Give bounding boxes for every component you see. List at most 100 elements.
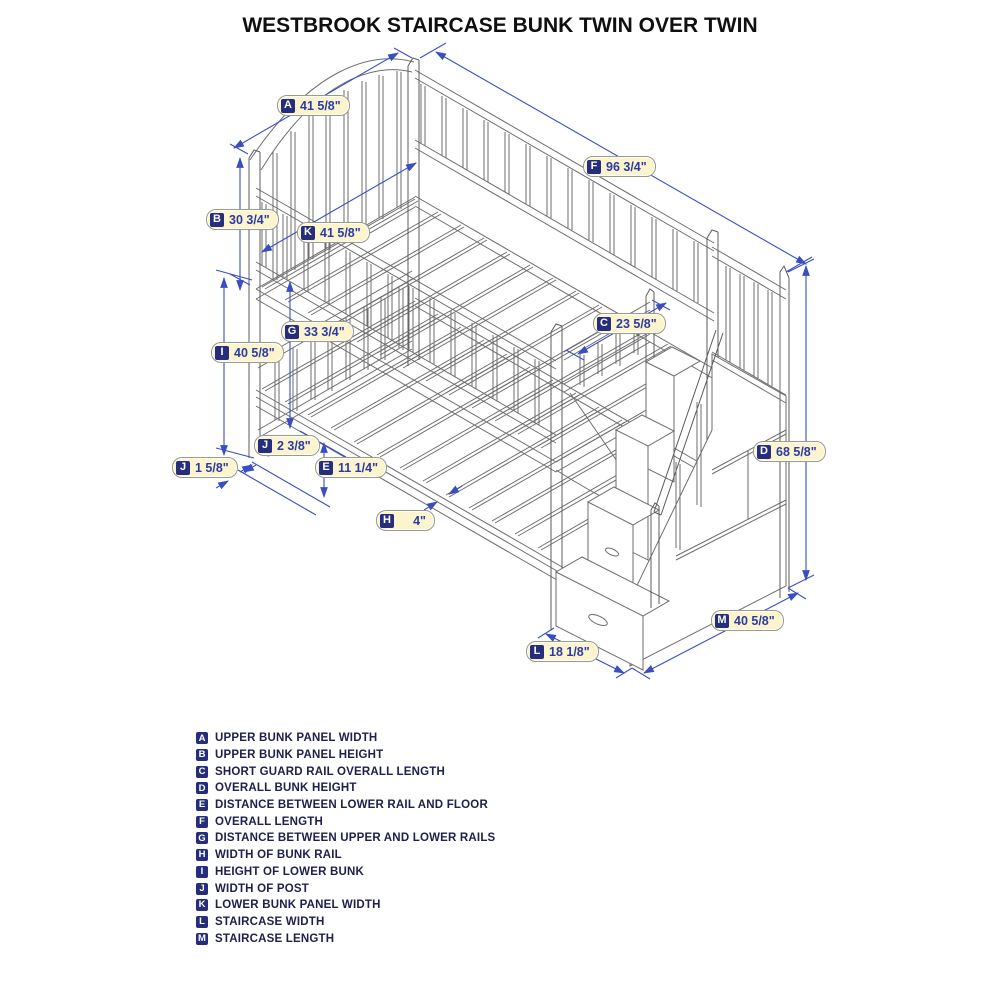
callout-letter-badge: G [285,324,299,339]
callout-letter-badge: H [380,513,394,528]
dim-line-m [643,592,799,674]
callout-value: 41 5/8" [320,225,361,240]
drawer-handle-step [604,547,620,557]
legend-letter-badge: E [196,799,208,812]
legend-row: J WIDTH OF POST [196,880,495,897]
legend-label: WIDTH OF BUNK RAIL [215,849,342,862]
dim-ext-d [787,258,815,589]
dim-callout-a: A 41 5/8" [277,95,350,116]
callout-value: 33 3/4" [304,324,345,339]
dim-line-j1 [215,480,229,490]
dim-callout-l: L 18 1/8" [526,641,599,662]
legend-label: SHORT GUARD RAIL OVERALL LENGTH [215,765,446,778]
step-4 [644,346,702,483]
dim-callout-i: I 40 5/8" [211,342,284,363]
dim-callout-j-post-depth: J 2 3/8" [254,435,320,456]
callout-value: 1 5/8" [195,460,229,475]
callout-letter-badge: C [597,316,611,331]
legend-row: M STAIRCASE LENGTH [196,930,495,947]
legend-letter-badge: L [196,915,208,928]
dim-ext-i [215,269,255,459]
legend-letter-badge: I [196,865,208,878]
legend-row: I HEIGHT OF LOWER BUNK [196,864,495,881]
callout-letter-badge: K [301,225,315,240]
legend-letter-badge: M [196,932,208,945]
balustrade-slats [725,266,781,391]
lower-headboard-slats [274,287,404,421]
legend-label: DISTANCE BETWEEN LOWER RAIL AND FLOOR [215,799,488,812]
back-guard-rail-slats [420,84,699,303]
callout-value: 4" [413,513,426,528]
legend-label: HEIGHT OF LOWER BUNK [215,865,365,878]
callout-letter-badge: J [258,438,272,453]
callout-value: 30 3/4" [229,212,270,227]
dim-callout-m: M 40 5/8" [711,610,784,631]
balustrade-rails [711,246,787,404]
callout-letter-badge: L [530,644,544,659]
legend-row: B UPPER BUNK PANEL HEIGHT [196,747,495,764]
legend-label: OVERALL BUNK HEIGHT [215,782,357,795]
dim-line-h2 [448,485,463,495]
legend-letter-badge: D [196,782,208,795]
callout-value: 2 3/8" [277,438,311,453]
handrail [653,329,724,516]
dim-line-h [423,501,438,511]
front-guard-rail [255,187,557,444]
dim-callout-b: B 30 3/4" [206,209,279,230]
legend-row: A UPPER BUNK PANEL WIDTH [196,730,495,747]
legend-label: OVERALL LENGTH [215,815,324,828]
callout-value: 11 1/4" [338,460,378,475]
dim-line-j1b [243,463,257,473]
legend-letter-badge: G [196,832,208,845]
legend-label: UPPER BUNK PANEL HEIGHT [215,749,384,762]
dim-callout-j-post-width: J 1 5/8" [172,457,238,478]
drawer-handle-lower [588,614,608,626]
legend-label: STAIRCASE LENGTH [215,932,335,945]
legend-row: E DISTANCE BETWEEN LOWER RAIL AND FLOOR [196,797,495,814]
dim-callout-d: D 68 5/8" [753,441,826,462]
page-title: WESTBROOK STAIRCASE BUNK TWIN OVER TWIN [242,14,758,37]
legend-letter-badge: J [196,882,208,895]
callout-letter-badge: J [176,460,190,475]
legend-row: H WIDTH OF BUNK RAIL [196,847,495,864]
callout-letter-badge: B [210,212,224,227]
legend-label: UPPER BUNK PANEL WIDTH [215,732,378,745]
legend-letter-badge: H [196,849,208,862]
bed-line-art [248,57,790,671]
callout-value: 23 5/8" [616,316,657,331]
callout-value: 68 5/8" [776,444,817,459]
legend-row: D OVERALL BUNK HEIGHT [196,780,495,797]
legend-letter-badge: B [196,749,208,762]
legend-letter-badge: A [196,732,208,745]
callout-letter-badge: I [215,345,229,360]
legend-row: F OVERALL LENGTH [196,813,495,830]
callout-letter-badge: D [757,444,771,459]
callout-value: 40 5/8" [734,613,775,628]
dim-callout-h: H 4" [376,510,435,531]
legend-label: STAIRCASE WIDTH [215,915,325,928]
legend-letter-badge: F [196,815,208,828]
dim-ext-a [229,47,413,155]
callout-letter-badge: A [281,98,295,113]
lower-front-rails [255,389,603,607]
callout-value: 18 1/8" [549,644,590,659]
dim-callout-k: K 41 5/8" [297,222,370,243]
dimension-legend: A UPPER BUNK PANEL WIDTH B UPPER BUNK PA… [196,730,495,947]
callout-value: 96 3/4" [606,159,647,174]
callout-letter-badge: M [715,613,729,628]
callout-value: 41 5/8" [300,98,341,113]
staircase-steps [554,346,702,671]
dim-callout-g: G 33 3/4" [281,321,354,342]
dim-callout-f: F 96 3/4" [583,156,656,177]
callout-value: 40 5/8" [234,345,275,360]
callout-letter-badge: F [587,159,601,174]
legend-label: DISTANCE BETWEEN UPPER AND LOWER RAILS [215,832,496,845]
lower-mattress-slats [261,300,646,551]
dim-callout-c: C 23 5/8" [593,313,666,334]
legend-row: K LOWER BUNK PANEL WIDTH [196,897,495,914]
legend-label: LOWER BUNK PANEL WIDTH [215,899,381,912]
front-left-post [248,149,261,458]
legend-label: WIDTH OF POST [215,882,309,895]
